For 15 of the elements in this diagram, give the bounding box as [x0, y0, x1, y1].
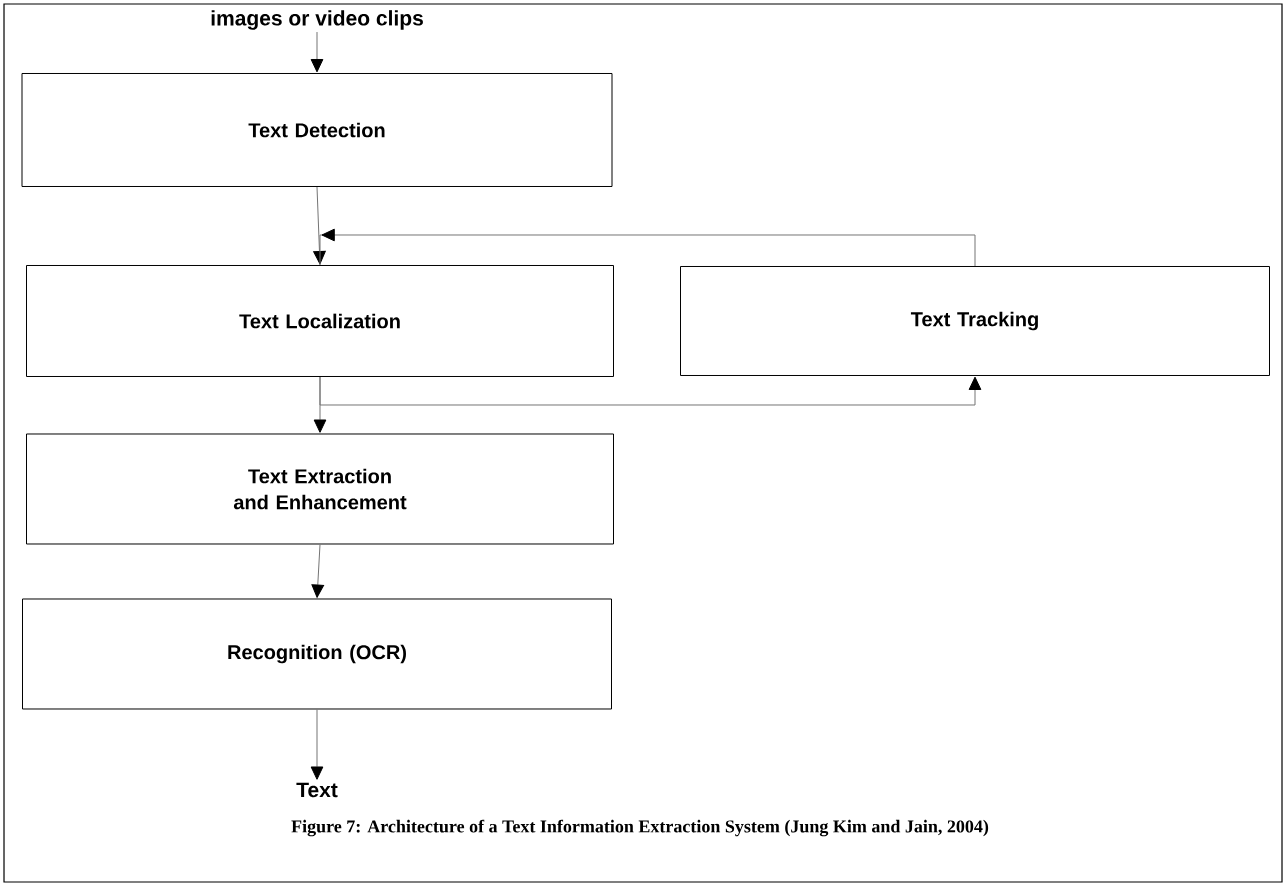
arrow [319, 376, 982, 406]
process-box: Text Extraction and Enhancement [26, 433, 614, 545]
process-box: Text Localization [26, 265, 614, 377]
flow-label: images or video clips [211, 10, 423, 30]
arrow [313, 186, 326, 265]
process-box: Recognition (OCR) [22, 598, 612, 710]
arrow [313, 376, 327, 433]
arrow [319, 228, 976, 267]
arrow [310, 709, 324, 780]
process-box: Text Tracking [680, 266, 1270, 376]
flow-label: Text [296, 782, 338, 798]
arrow [310, 31, 324, 73]
arrow [311, 544, 325, 598]
process-box: Text Detection [21, 73, 613, 187]
caption: Figure 7: Architecture of a Text Information Extraction System (Jung Kim and Jain, 2004) [291, 819, 989, 837]
